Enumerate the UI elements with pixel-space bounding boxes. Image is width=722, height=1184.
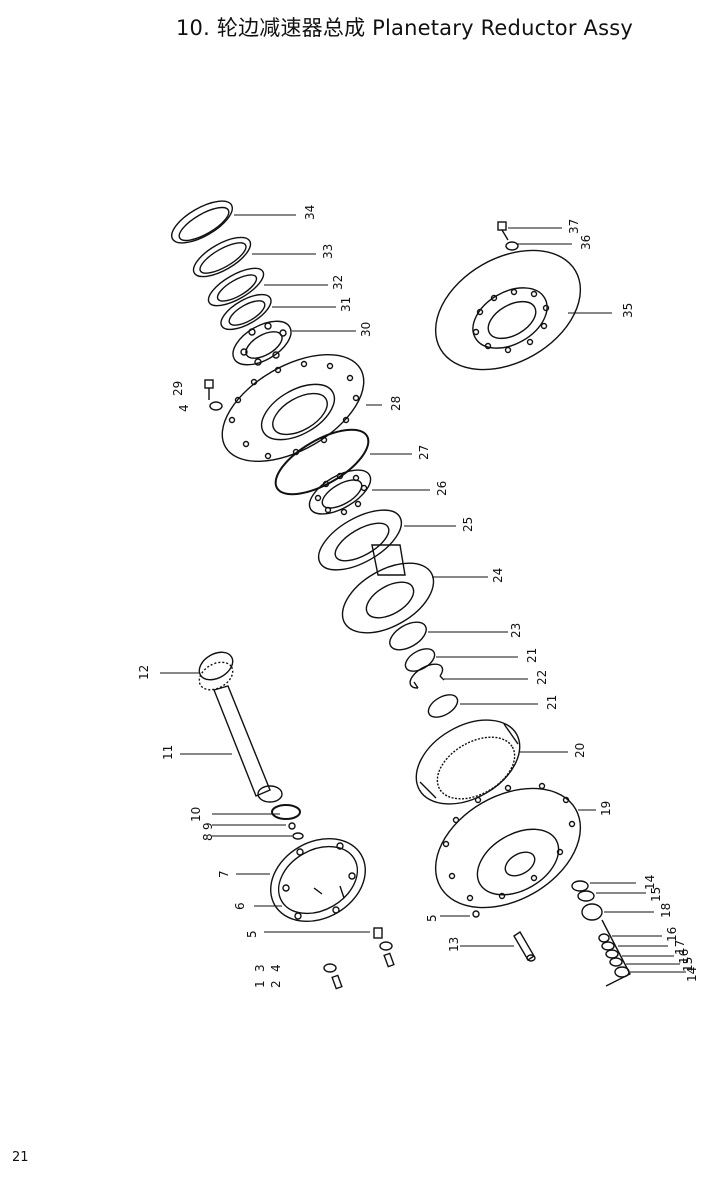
ring-23 bbox=[389, 621, 427, 651]
leader-lines bbox=[160, 214, 686, 973]
washer-8 bbox=[292, 832, 304, 840]
housing-19 bbox=[434, 782, 582, 909]
callout-16-upper: 16 bbox=[665, 927, 679, 942]
bolt-set-3-4 bbox=[323, 941, 395, 990]
wheel-hub-28 bbox=[221, 353, 365, 463]
callout-35: 35 bbox=[621, 303, 635, 318]
pinion-12 bbox=[198, 651, 234, 691]
callout-26: 26 bbox=[435, 481, 449, 496]
bearing-cup-31 bbox=[220, 293, 272, 331]
callout-27: 27 bbox=[417, 445, 431, 460]
callout-5-left: 5 bbox=[245, 930, 259, 938]
washer-21-upper bbox=[404, 648, 436, 672]
callout-24: 24 bbox=[491, 568, 505, 583]
seal-ring-33 bbox=[192, 236, 252, 278]
callout-4: 4 bbox=[269, 964, 283, 972]
seal-ring-34 bbox=[171, 200, 233, 244]
callout-29: 29 bbox=[171, 381, 185, 396]
callout-34: 34 bbox=[303, 205, 317, 220]
circlip-22 bbox=[409, 663, 445, 689]
roller-bearing-26 bbox=[308, 469, 372, 516]
callout-25: 25 bbox=[461, 517, 475, 532]
plug-5 bbox=[373, 927, 383, 939]
ring-32 bbox=[207, 267, 265, 307]
callout-16-lower: 16 bbox=[677, 949, 691, 964]
page-title: 10. 轮边减速器总成 Planetary Reductor Assy bbox=[176, 16, 634, 40]
axle-shaft-11 bbox=[213, 685, 283, 803]
callout-11: 11 bbox=[161, 745, 175, 760]
callout-28: 28 bbox=[389, 396, 403, 411]
callout-15-upper: 15 bbox=[649, 887, 663, 902]
pin-13 bbox=[513, 931, 536, 962]
callout-6: 6 bbox=[233, 902, 247, 910]
callout-23: 23 bbox=[509, 623, 523, 638]
brake-disc-35 bbox=[434, 249, 582, 371]
callout-14-lower: 14 bbox=[685, 967, 699, 982]
callout-19: 19 bbox=[599, 801, 613, 816]
callout-3: 3 bbox=[253, 964, 267, 972]
washer-21-lower bbox=[427, 694, 459, 718]
callout-12: 12 bbox=[137, 665, 151, 680]
callout-8: 8 bbox=[201, 833, 215, 841]
callout-9: 9 bbox=[201, 822, 215, 830]
callout-2: 2 bbox=[269, 980, 283, 988]
carrier-24 bbox=[341, 544, 435, 634]
callout-31: 31 bbox=[339, 297, 353, 312]
ring-gear-20 bbox=[415, 719, 521, 805]
roller-bearing-30 bbox=[232, 320, 292, 366]
plug-5-right bbox=[472, 910, 480, 918]
callout-13: 13 bbox=[447, 937, 461, 952]
callout-30: 30 bbox=[359, 322, 373, 337]
callout-10: 10 bbox=[189, 807, 203, 822]
callout-32: 32 bbox=[331, 275, 345, 290]
callout-14-upper: 14 bbox=[643, 875, 657, 890]
bolt-37 bbox=[497, 221, 519, 251]
callout-22: 22 bbox=[535, 670, 549, 685]
callout-21-upper: 21 bbox=[525, 648, 539, 663]
callout-20: 20 bbox=[573, 743, 587, 758]
callout-4-upper: 4 bbox=[177, 404, 191, 412]
callout-33: 33 bbox=[321, 244, 335, 259]
planet-gear-stack bbox=[571, 880, 631, 987]
callout-36: 36 bbox=[579, 235, 593, 250]
snap-ring-10 bbox=[271, 804, 301, 820]
callout-17: 17 bbox=[673, 940, 687, 955]
page-number: 21 bbox=[12, 1150, 29, 1165]
spacer-25 bbox=[317, 509, 403, 571]
callout-37: 37 bbox=[567, 219, 581, 234]
callout-21-lower: 21 bbox=[545, 695, 559, 710]
callout-18: 18 bbox=[659, 903, 673, 918]
bolt-29 bbox=[204, 379, 223, 411]
callout-15-lower: 15 bbox=[681, 957, 695, 972]
end-cover-6-7 bbox=[270, 837, 366, 923]
o-ring-27 bbox=[274, 428, 370, 496]
callout-7: 7 bbox=[217, 870, 231, 878]
callout-1: 1 bbox=[253, 980, 267, 988]
pin-9 bbox=[288, 822, 296, 830]
callout-5-right: 5 bbox=[425, 914, 439, 922]
